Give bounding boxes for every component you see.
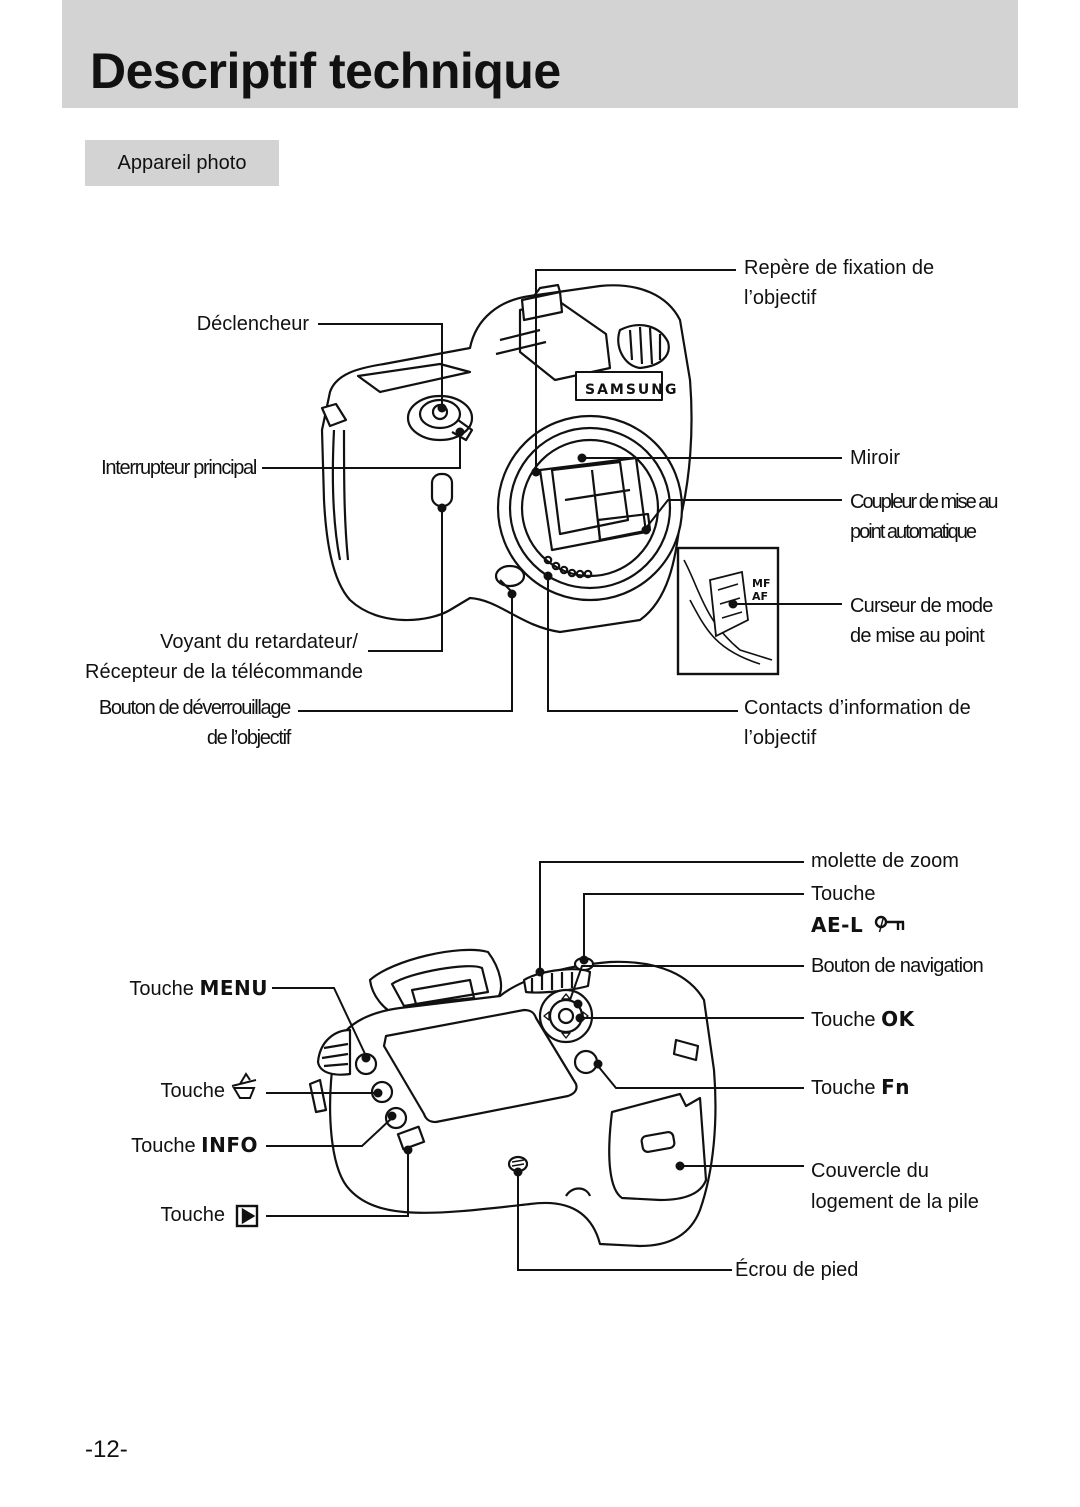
- page-title: Descriptif technique: [90, 43, 561, 99]
- back-callout-dots: [361, 955, 685, 1177]
- section-tab: Appareil photo: [85, 140, 279, 186]
- page-number: -12-: [85, 1436, 128, 1463]
- mount-index-label-line2: l’objectif: [744, 287, 817, 309]
- lens-release-label-line2: de l’objectif: [206, 727, 291, 749]
- mf-switch-label: MF: [752, 577, 770, 590]
- self-timer-label-line1: Voyant du retardateur/: [160, 631, 358, 653]
- battery-cover-label-line1: Couvercle du: [811, 1160, 929, 1182]
- ael-separator: /: [878, 915, 885, 937]
- lens-release-label-line1: Bouton de déverrouillage: [98, 697, 291, 719]
- header-band: [62, 0, 1018, 108]
- info-label-word: Touche: [131, 1135, 196, 1157]
- menu-key-text: MENU: [199, 976, 268, 1000]
- menu-label-word: Touche: [129, 978, 194, 1000]
- play-button-label: Touche: [160, 1204, 226, 1226]
- focus-mode-label-line2: de mise au point: [850, 625, 985, 647]
- trash-icon: [231, 1072, 257, 1099]
- lens-contacts-label-line2: l’objectif: [744, 727, 817, 749]
- zoom-dial-label: molette de zoom: [811, 850, 959, 872]
- ok-button-label: Touche OK: [811, 1004, 915, 1035]
- front-callout-dots: [437, 403, 738, 609]
- fn-key-text: Fn: [881, 1075, 910, 1099]
- mirror-label: Miroir: [850, 447, 900, 469]
- fn-button-label: Touche Fn: [811, 1072, 910, 1103]
- menu-button-label: Touche MENU: [129, 973, 268, 1004]
- play-icon: [235, 1204, 259, 1228]
- delete-button-label: Touche: [160, 1080, 226, 1102]
- front-leader-lines: [262, 269, 842, 712]
- ael-key-text: AE-L: [811, 913, 864, 937]
- ok-key-text: OK: [881, 1007, 915, 1031]
- lens-contacts-label-line1: Contacts d’information de: [744, 697, 971, 719]
- tripod-socket-label: Écrou de pied: [735, 1259, 859, 1281]
- ael-label-key: AE-L /: [811, 910, 884, 941]
- back-leader-lines: [266, 861, 804, 1271]
- shutter-release-label: Déclencheur: [196, 313, 309, 335]
- front-camera-drawing: [320, 283, 693, 634]
- main-switch-label: Interrupteur principal: [101, 457, 257, 479]
- fn-label-word: Touche: [811, 1077, 876, 1099]
- af-coupler-label-line2: point automatique: [850, 521, 977, 543]
- info-button-label: Touche INFO: [131, 1130, 258, 1161]
- mount-index-label-line1: Repère de fixation de: [744, 257, 935, 279]
- focus-mode-label-line1: Curseur de mode: [850, 595, 993, 617]
- ael-label-word: Touche: [811, 883, 876, 905]
- self-timer-label-line2: Récepteur de la télécommande: [85, 661, 363, 683]
- af-switch-label: AF: [752, 590, 768, 603]
- ok-label-word: Touche: [811, 1009, 876, 1031]
- key-icon: [874, 915, 905, 930]
- info-key-text: INFO: [201, 1133, 258, 1157]
- back-camera-drawing: [308, 948, 717, 1248]
- nav-button-label: Bouton de navigation: [811, 955, 984, 977]
- af-coupler-label-line1: Coupleur de mise au: [850, 491, 999, 513]
- focus-mode-inset: [676, 546, 780, 676]
- battery-cover-label-line2: logement de la pile: [811, 1191, 979, 1213]
- brand-logo: SAMSUNG: [585, 382, 679, 398]
